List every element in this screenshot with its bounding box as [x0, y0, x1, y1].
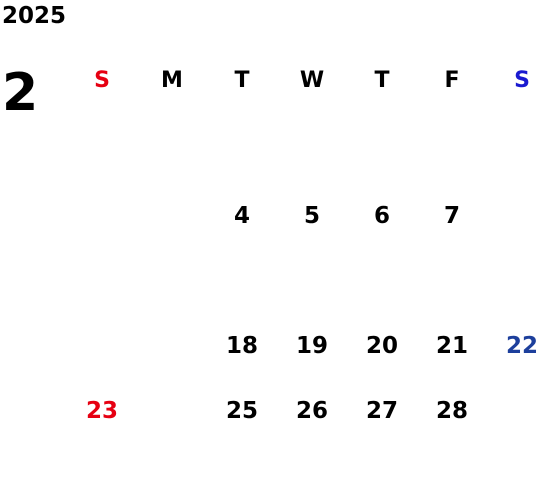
- day-cell: 8: [495, 189, 548, 243]
- day-cell: 13: [355, 254, 409, 308]
- day-cell: 10: [145, 254, 199, 308]
- day-cell: 17: [145, 319, 199, 373]
- day-cell: 9: [75, 254, 129, 308]
- day-number: 12: [295, 268, 328, 294]
- day-number: 4: [233, 203, 250, 229]
- day-number: 17: [155, 333, 188, 359]
- day-number: 20: [365, 333, 398, 359]
- day-number: 13: [365, 268, 398, 294]
- day-cell: 6: [355, 189, 409, 243]
- day-cell: 15: [495, 254, 548, 308]
- day-cell: 25: [215, 384, 269, 438]
- day-number: 16: [85, 333, 118, 359]
- day-number: 3: [163, 203, 180, 229]
- weekday-sat: S: [514, 68, 530, 93]
- year-label: 2025: [2, 3, 67, 29]
- day-cell: 11: [215, 254, 269, 308]
- day-cell: 28: [425, 384, 479, 438]
- weekday-fri: F: [444, 68, 460, 93]
- day-cell: 22: [495, 319, 548, 373]
- day-cell: 7: [425, 189, 479, 243]
- day-cell: 2: [75, 189, 129, 243]
- day-number: 27: [365, 398, 398, 424]
- day-number: 28: [435, 398, 468, 424]
- day-number: 11: [225, 268, 258, 294]
- month-label: 2: [2, 63, 39, 123]
- day-cell: 12: [285, 254, 339, 308]
- day-number: 22: [505, 333, 538, 359]
- day-number: 7: [443, 203, 460, 229]
- weekday-tue: T: [234, 68, 250, 93]
- day-number: 10: [155, 268, 188, 294]
- day-number: 1: [513, 138, 530, 164]
- day-number: 23: [85, 398, 118, 424]
- day-number: 24: [155, 398, 188, 424]
- day-cell: 26: [285, 384, 339, 438]
- day-number: 15: [505, 268, 538, 294]
- day-cell: 14: [425, 254, 479, 308]
- weekday-thu: T: [374, 68, 390, 93]
- day-number: 9: [93, 268, 110, 294]
- day-cell: 16: [75, 319, 129, 373]
- day-cell: 21: [425, 319, 479, 373]
- day-number: 21: [435, 333, 468, 359]
- day-cell: 18: [215, 319, 269, 373]
- day-cell: 24: [145, 384, 199, 438]
- day-cell: 19: [285, 319, 339, 373]
- day-cell: 4: [215, 189, 269, 243]
- day-cell: 20: [355, 319, 409, 373]
- day-number: 14: [435, 268, 468, 294]
- day-number: 5: [303, 203, 320, 229]
- weekday-wed: W: [299, 68, 325, 93]
- day-number: 19: [295, 333, 328, 359]
- day-number: 26: [295, 398, 328, 424]
- day-cell: 1: [495, 124, 548, 178]
- day-cell: 27: [355, 384, 409, 438]
- day-cell: 23: [75, 384, 129, 438]
- weekday-sun: S: [94, 68, 110, 93]
- day-number: 6: [373, 203, 390, 229]
- day-cell: 5: [285, 189, 339, 243]
- day-number: 18: [225, 333, 258, 359]
- day-number: 25: [225, 398, 258, 424]
- day-cell: 3: [145, 189, 199, 243]
- day-number: 2: [93, 203, 110, 229]
- weekday-mon: M: [161, 68, 183, 93]
- day-number: 8: [513, 203, 530, 229]
